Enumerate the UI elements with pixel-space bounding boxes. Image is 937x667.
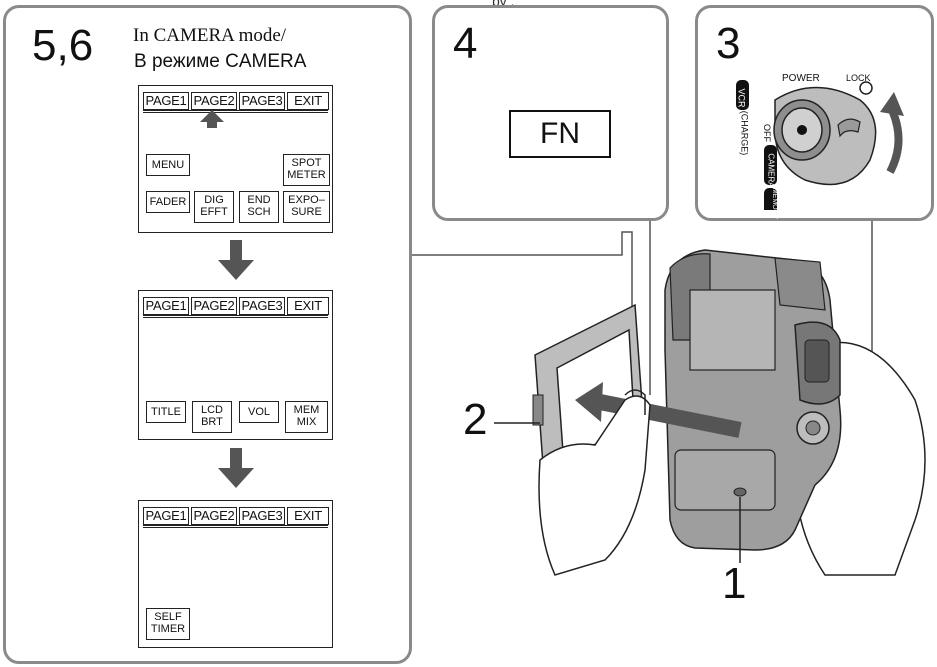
step-4-number: 4 <box>453 19 478 68</box>
screen-page3: PAGE1 PAGE2 PAGE3 EXIT SELF TIMER <box>138 500 333 648</box>
step-4-panel <box>432 5 669 221</box>
tab-page3[interactable]: PAGE3 <box>239 297 285 315</box>
down-arrow-icon <box>218 240 254 280</box>
tab-page1[interactable]: PAGE1 <box>143 297 189 315</box>
tab-page2[interactable]: PAGE2 <box>191 92 237 110</box>
power-label: POWER <box>782 73 820 84</box>
tab-exit[interactable]: EXIT <box>287 297 329 315</box>
tab-page1[interactable]: PAGE1 <box>143 507 189 525</box>
tab-page2[interactable]: PAGE2 <box>191 507 237 525</box>
spot-meter-button[interactable]: SPOT METER <box>283 154 330 186</box>
screen-page2-highlight: PAGE1 PAGE2 PAGE3 EXIT MENU SPOT METER F… <box>138 85 333 233</box>
step-3-number: 3 <box>716 19 741 68</box>
tab-page3[interactable]: PAGE3 <box>239 92 285 110</box>
end-sch-button[interactable]: END SCH <box>239 191 279 223</box>
callout-1: 1 <box>722 559 747 608</box>
header-fragment: ру , <box>492 0 514 9</box>
power-dial-icon <box>736 80 904 210</box>
exposure-button[interactable]: EXPO– SURE <box>283 191 330 223</box>
tab-underline <box>143 525 328 528</box>
callout-2-line <box>494 422 540 424</box>
callout-1-line <box>739 497 741 563</box>
tab-underline <box>143 110 328 113</box>
down-arrow-icon <box>218 448 254 488</box>
callout-2: 2 <box>463 395 488 444</box>
mem-mix-button[interactable]: MEM MIX <box>285 401 328 433</box>
self-timer-button[interactable]: SELF TIMER <box>146 608 190 640</box>
title-button[interactable]: TITLE <box>146 401 186 423</box>
step-5-6-number: 5,6 <box>32 21 94 70</box>
tab-underline <box>143 315 328 318</box>
tab-page2[interactable]: PAGE2 <box>191 297 237 315</box>
fn-button[interactable]: FN <box>509 110 611 158</box>
menu-button[interactable]: MENU <box>146 154 190 176</box>
fader-button[interactable]: FADER <box>146 191 190 213</box>
screen-page2: PAGE1 PAGE2 PAGE3 EXIT TITLE LCD BRT VOL… <box>138 290 333 440</box>
lcd-brt-button[interactable]: LCD BRT <box>192 401 232 433</box>
pointer-up-arrow-icon <box>200 110 224 128</box>
camera-mode-caption-en: In CAMERA mode/ <box>133 25 287 46</box>
tab-page3[interactable]: PAGE3 <box>239 507 285 525</box>
vol-button[interactable]: VOL <box>239 401 279 423</box>
lock-label: LOCK <box>846 73 871 83</box>
camcorder-illustration <box>532 249 926 576</box>
tab-page1[interactable]: PAGE1 <box>143 92 189 110</box>
tab-exit[interactable]: EXIT <box>287 92 329 110</box>
camera-mode-caption-ru: В режиме CAMERA <box>134 51 307 72</box>
dig-efft-button[interactable]: DIG EFFT <box>194 191 234 223</box>
tab-exit[interactable]: EXIT <box>287 507 329 525</box>
